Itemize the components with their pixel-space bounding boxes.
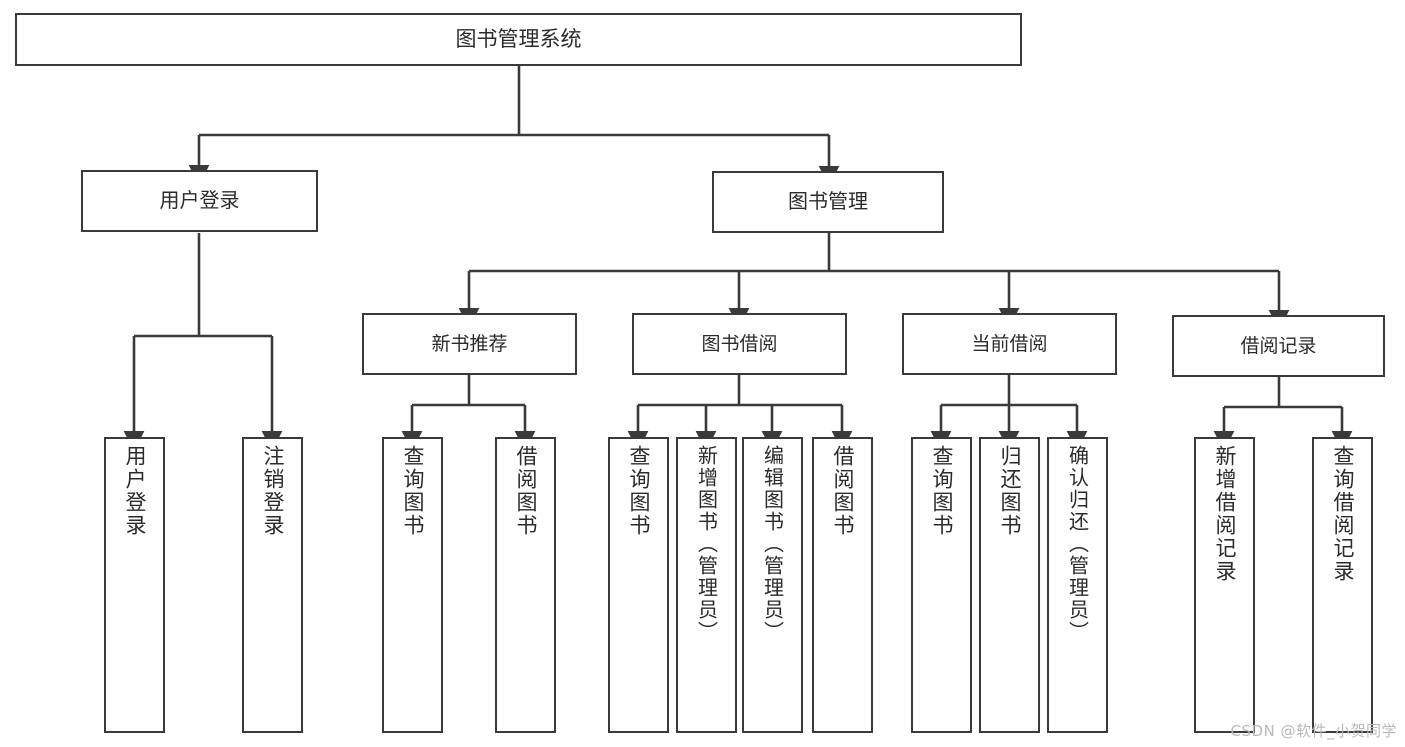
node-label: 图书借阅 — [701, 332, 778, 355]
node-label: 归还图书 — [998, 445, 1022, 537]
node-root-system[interactable]: 图书管理系统 — [15, 13, 1022, 66]
watermark: CSDN @软件_小贺同学 — [1230, 722, 1397, 740]
node-label: 编辑图书（管理员） — [760, 445, 785, 643]
node-book-borrow[interactable]: 图书借阅 — [632, 313, 847, 375]
node-label: 确认归还（管理员） — [1065, 445, 1090, 643]
node-borrow-record[interactable]: 借阅记录 — [1172, 315, 1385, 377]
leaf-return-book[interactable]: 归还图书 — [979, 437, 1040, 733]
node-label: 借阅记录 — [1240, 334, 1317, 357]
node-user-login[interactable]: 用户登录 — [81, 170, 318, 232]
node-label: 借阅图书 — [514, 445, 538, 537]
leaf-logout[interactable]: 注销登录 — [242, 437, 303, 733]
node-label: 注销登录 — [261, 445, 285, 537]
node-label: 查询图书 — [401, 445, 425, 537]
node-label: 图书管理系统 — [455, 27, 582, 52]
node-label: 用户登录 — [159, 188, 240, 213]
node-label: 查询图书 — [930, 445, 954, 537]
leaf-query-book-rec[interactable]: 查询图书 — [382, 437, 443, 733]
node-new-book-recommend[interactable]: 新书推荐 — [362, 313, 577, 375]
node-label: 当前借阅 — [971, 332, 1048, 355]
leaf-add-book-admin[interactable]: 新增图书（管理员） — [676, 437, 737, 733]
leaf-edit-book-admin[interactable]: 编辑图书（管理员） — [742, 437, 803, 733]
leaf-query-book-current[interactable]: 查询图书 — [911, 437, 972, 733]
node-label: 查询借阅记录 — [1331, 445, 1355, 583]
node-label: 新增图书（管理员） — [694, 445, 719, 643]
node-label: 新书推荐 — [431, 332, 508, 355]
node-label: 新增借阅记录 — [1213, 445, 1237, 583]
leaf-borrow-book[interactable]: 借阅图书 — [812, 437, 873, 733]
node-label: 借阅图书 — [831, 445, 855, 537]
leaf-borrow-book-rec[interactable]: 借阅图书 — [495, 437, 556, 733]
node-current-borrow[interactable]: 当前借阅 — [902, 313, 1117, 375]
node-label: 用户登录 — [123, 445, 147, 537]
node-label: 查询图书 — [627, 445, 651, 537]
leaf-user-login[interactable]: 用户登录 — [104, 437, 165, 733]
node-book-management[interactable]: 图书管理 — [712, 171, 944, 233]
leaf-query-book-borrow[interactable]: 查询图书 — [608, 437, 669, 733]
leaf-confirm-return-admin[interactable]: 确认归还（管理员） — [1047, 437, 1108, 733]
leaf-query-borrow-record[interactable]: 查询借阅记录 — [1312, 437, 1373, 733]
leaf-add-borrow-record[interactable]: 新增借阅记录 — [1194, 437, 1255, 733]
node-label: 图书管理 — [788, 189, 868, 214]
